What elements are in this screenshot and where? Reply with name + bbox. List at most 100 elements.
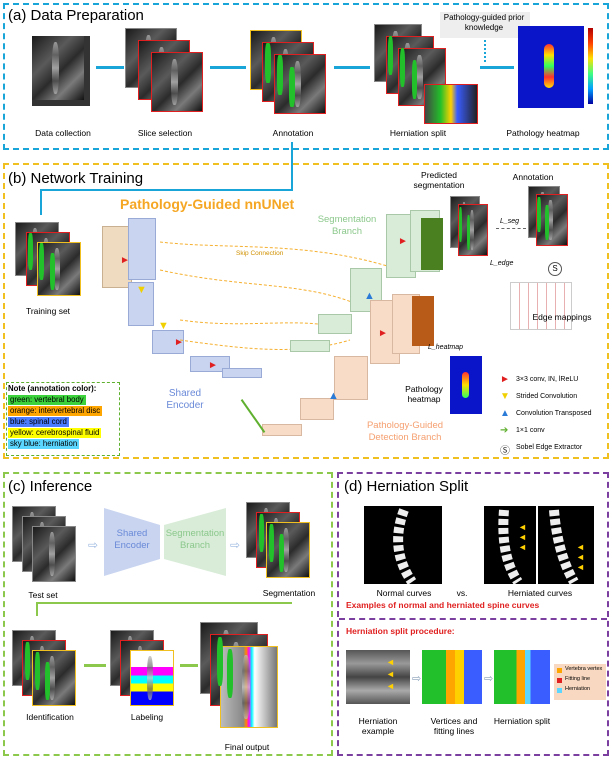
test-set-label: Test set: [18, 590, 68, 600]
edge-mappings-label: Edge mappings: [532, 312, 592, 322]
legend-swatch: [557, 668, 562, 673]
herniation-arrows-2: ◄◄◄: [576, 542, 585, 572]
sobel-s-icon: Ⓢ: [500, 442, 510, 457]
arrow-c4: [84, 664, 106, 667]
l-seg-label: L_seg: [500, 218, 519, 225]
arrow-a3: [334, 66, 370, 69]
arrow-a4: [480, 66, 514, 69]
caption-data-collection: Data collection: [28, 128, 98, 138]
caption-slice-selection: Slice selection: [130, 128, 200, 138]
panel-c-title: (c) Inference: [8, 478, 92, 495]
arrow-a1: [96, 66, 124, 69]
normal-curve-image: [364, 506, 442, 584]
shared-encoder-label: Shared Encoder: [160, 388, 210, 412]
blue-up-arrow-icon: ▲: [364, 290, 375, 302]
legend-label: 3×3 conv, IN, lReLU: [516, 376, 578, 383]
yellow-down-arrow-icon: ▼: [500, 391, 510, 402]
legend-label: 1×1 conv: [516, 427, 545, 434]
red-arrow-icon: ►: [174, 337, 184, 348]
labeling-label: Labeling: [122, 712, 172, 722]
seg-branch-block-2: [318, 314, 352, 334]
red-arrow-icon: ►: [398, 236, 408, 247]
note-title: Note (annotation color):: [8, 384, 96, 394]
red-arrow-icon: ►: [120, 255, 130, 266]
annotation-label: Annotation: [508, 172, 558, 182]
detection-branch-label: Pathology-Guided Detection Branch: [350, 420, 460, 444]
arrow-c1: ⇨: [88, 538, 98, 552]
procedure-title: Herniation split procedure:: [346, 626, 455, 636]
sobel-s-icon: S: [548, 262, 562, 276]
yellow-down-arrow-icon: ▼: [136, 284, 147, 296]
arrow-a2: [210, 66, 246, 69]
normal-curves-label: Normal curves: [374, 588, 434, 598]
caption-pathology-heatmap: Pathology heatmap: [500, 128, 586, 138]
arrow-d1: ⇨: [412, 672, 421, 685]
herniation-split-label: Herniation split: [492, 716, 552, 726]
herniation-arrows-1: ◄◄◄: [518, 522, 527, 552]
heatmap-b-hotspot: [462, 372, 469, 398]
data-collection-volume: [32, 36, 90, 106]
inference-seg-branch-label: Segmentation Branch: [164, 528, 226, 552]
pathology-heatmap-b: [450, 356, 482, 414]
seg-branch-block-1: [290, 340, 330, 352]
red-arrow-icon: ►: [500, 374, 510, 385]
test-slice-3: [32, 526, 76, 582]
slice-3: [151, 52, 203, 112]
segmentation-branch-label: Segmentation Branch: [312, 214, 382, 238]
vertices-image: [422, 650, 482, 704]
examples-caption: Examples of normal and herniated spine c…: [346, 600, 539, 610]
arrow-c2: ⇨: [230, 538, 240, 552]
herniation-split-image: [494, 650, 550, 704]
herniation-example-image: ◄◄◄: [346, 650, 410, 704]
panel-d-title: (d) Herniation Split: [344, 478, 468, 495]
vertices-fitting-label: Vertices and fitting lines: [420, 716, 488, 736]
green-arrow-icon: ➔: [500, 425, 508, 436]
panel-d-divider: [339, 618, 607, 620]
blue-up-arrow-icon: ▲: [328, 390, 339, 402]
caption-herniation-split: Herniation split: [378, 128, 458, 138]
pathology-heatmap-image: [518, 26, 584, 108]
herniation-zoom: [424, 84, 478, 124]
prior-dotted-arrow: [484, 40, 486, 62]
blue-up-arrow-icon: ▲: [500, 408, 510, 419]
network-title: Pathology-Guided nnUNet: [120, 196, 294, 212]
heatmap-hotspot: [544, 44, 554, 88]
herniated-curve-image-2: ◄◄◄: [538, 506, 594, 584]
example-arrows: ◄◄◄: [386, 656, 395, 692]
skip-connection-label: Skip Connection: [236, 250, 283, 257]
det-branch-block-3: [334, 356, 368, 400]
legend-label: Convolution Transposed: [516, 410, 592, 417]
legend-label: Herniation: [565, 686, 590, 692]
panel-b-title: (b) Network Training: [8, 170, 143, 187]
legend-label: Vertebra vertex: [565, 666, 602, 672]
identification-label: Identification: [20, 712, 80, 722]
l-heatmap-label: L_heatmap: [428, 344, 463, 351]
pathology-heatmap-b-label: Pathology heatmap: [398, 384, 450, 404]
predicted-seg-image-2: [458, 204, 488, 256]
note-item: sky blue: herniation: [8, 439, 79, 449]
det-output: [412, 296, 434, 346]
l-seg-arrow: [496, 228, 526, 229]
panel-a-title: (a) Data Preparation: [8, 7, 144, 24]
caption-annotation: Annotation: [258, 128, 328, 138]
vs-label: vs.: [452, 588, 472, 598]
labeling-3: [130, 650, 174, 706]
herniated-curves-label: Herniated curves: [500, 588, 580, 598]
note-item: blue: spinal cord: [8, 417, 69, 427]
legend-swatch: [557, 678, 562, 683]
arrow-c5: [180, 664, 198, 667]
arrow-d2: ⇨: [484, 672, 493, 685]
legend-swatch: [557, 688, 562, 693]
seg-output: [421, 218, 443, 270]
legend-label: Sobel Edge Extractor: [516, 444, 582, 451]
yellow-down-arrow-icon: ▼: [158, 320, 169, 332]
note-item: green: vertebral body: [8, 395, 86, 405]
final-output-label: Final output: [212, 742, 282, 752]
det-branch-block-1: [262, 424, 302, 436]
herniated-curve-image-1: ◄◄◄: [484, 506, 536, 584]
legend-label: Strided Convolution: [516, 393, 577, 400]
predicted-segmentation-label: Predicted segmentation: [404, 170, 474, 190]
inference-encoder-label: Shared Encoder: [106, 528, 158, 552]
heatmap-colorbar: [588, 28, 593, 104]
arrow-c3-v: [36, 602, 38, 616]
